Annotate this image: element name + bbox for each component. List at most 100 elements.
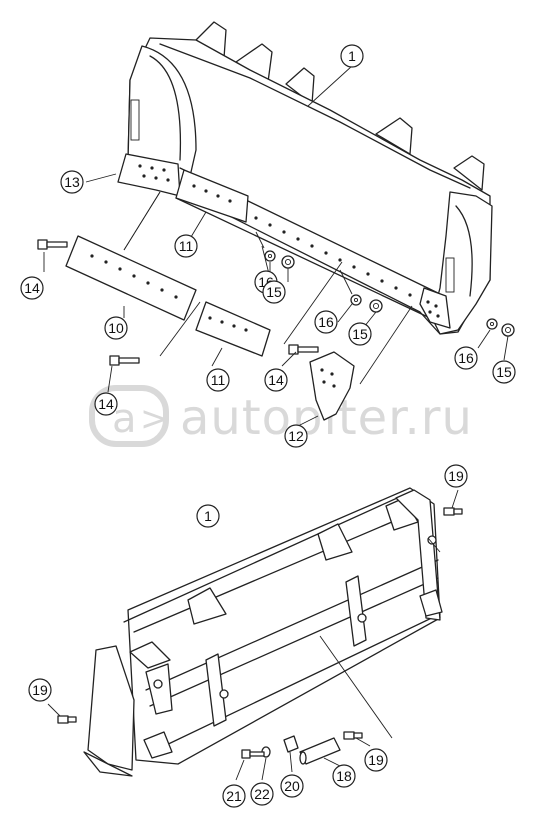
svg-text:19: 19 [32, 682, 48, 698]
cutting-edge-section-holes [208, 316, 248, 332]
callout-11-a: 11 [174, 234, 198, 258]
callout-20: 20 [280, 774, 304, 798]
callout-13: 13 [60, 170, 84, 194]
grease-fitting-icon [343, 731, 363, 740]
gusset [317, 523, 353, 561]
svg-text:19: 19 [368, 752, 384, 768]
callout-1-bottom: 1 [196, 504, 220, 528]
bolt-icon [241, 749, 265, 759]
keeper-icon [283, 735, 299, 753]
pin-hole [357, 613, 367, 623]
svg-text:16: 16 [318, 314, 334, 330]
watermark: a > autopiter.ru [89, 385, 472, 447]
callout-15-c: 15 [492, 360, 516, 384]
svg-text:14: 14 [268, 372, 284, 388]
blade-left-end-curve [149, 55, 182, 161]
right-end-bit [419, 287, 451, 329]
trunnion-bracket [145, 663, 173, 715]
callout-15-a: 15 [262, 280, 286, 304]
bolt-icon [288, 344, 319, 355]
callout-14-b: 14 [264, 368, 288, 392]
svg-text:15: 15 [266, 284, 282, 300]
grease-fitting-icon [57, 715, 77, 724]
leader-lines [43, 65, 509, 781]
cutting-edge-holes [254, 216, 412, 297]
cutting-edge-lower-line [175, 197, 431, 319]
rear-right-end-plate [395, 489, 441, 621]
beam-upper [145, 559, 439, 691]
callout-19-a: 19 [444, 464, 468, 488]
washer-icon [350, 294, 362, 306]
grease-fitting-icon [443, 507, 463, 516]
pin-hole [427, 535, 437, 545]
left-end-slot [130, 99, 140, 141]
brace-bracket [205, 653, 227, 727]
blade-front-view [117, 21, 493, 335]
callout-14-c: 14 [94, 392, 118, 416]
svg-text:1: 1 [348, 48, 356, 64]
svg-text:21: 21 [226, 788, 242, 804]
beam-bottom [159, 613, 441, 749]
callout-18: 18 [332, 764, 356, 788]
blade-rear-view [83, 487, 443, 777]
blade-rib [453, 155, 485, 191]
svg-text:13: 13 [64, 174, 80, 190]
callout-12: 12 [284, 424, 308, 448]
cutting-edge-loose-holes [90, 254, 178, 299]
callout-21: 21 [222, 784, 246, 808]
rear-left-end-plate [87, 645, 135, 771]
nut-icon [281, 255, 295, 269]
callout-15-b: 15 [348, 322, 372, 346]
pin-hole [153, 679, 163, 689]
callout-16-b: 16 [314, 310, 338, 334]
svg-text:16: 16 [458, 350, 474, 366]
installed-cutting-edge [175, 169, 249, 223]
callout-10: 10 [104, 316, 128, 340]
end-bit-loose [309, 351, 355, 421]
lower-mount [419, 589, 443, 617]
beam-lower [149, 577, 439, 707]
blade-right-end-curve [455, 205, 473, 297]
callout-16-c: 16 [454, 346, 478, 370]
svg-text:22: 22 [254, 786, 270, 802]
right-end-slot [445, 257, 455, 293]
washer-icon [486, 318, 498, 330]
blade-right-end-plate [431, 191, 493, 335]
svg-text:1: 1 [204, 508, 212, 524]
pin-hole [219, 689, 229, 699]
svg-text:18: 18 [336, 768, 352, 784]
cutting-edge-loose [65, 235, 197, 321]
svg-text:10: 10 [108, 320, 124, 336]
bolt-icon [109, 355, 140, 366]
end-bit-loose-holes [320, 368, 336, 388]
callout-22: 22 [250, 782, 274, 806]
svg-text:14: 14 [24, 280, 40, 296]
svg-text:11: 11 [211, 372, 226, 388]
svg-text:15: 15 [352, 326, 368, 342]
top-rail-line [123, 493, 407, 623]
left-end-bit-holes [138, 164, 170, 182]
svg-text:12: 12 [288, 428, 304, 444]
nut-icon [369, 299, 383, 313]
callout-1-top: 1 [340, 44, 364, 68]
pin-icon [299, 737, 341, 765]
svg-text:15: 15 [496, 364, 512, 380]
blade-rib [375, 117, 413, 155]
callout-19-c: 19 [364, 748, 388, 772]
nut-icon [501, 323, 515, 337]
washer-icon [264, 250, 276, 262]
svg-text:11: 11 [179, 238, 194, 254]
left-end-bit [117, 153, 181, 197]
blade-top-edge [159, 43, 471, 189]
lower-mount [143, 731, 173, 759]
rear-left-skid [83, 751, 133, 777]
top-rail-line-2 [133, 509, 421, 633]
cutting-edge-section-loose [195, 301, 271, 357]
right-end-bit-holes [426, 300, 440, 318]
callout-14-a: 14 [20, 276, 44, 300]
installed-cutting-edge-holes [192, 184, 232, 203]
gusset [187, 587, 227, 625]
svg-text:14: 14 [98, 396, 114, 412]
mount-bracket [129, 641, 171, 669]
